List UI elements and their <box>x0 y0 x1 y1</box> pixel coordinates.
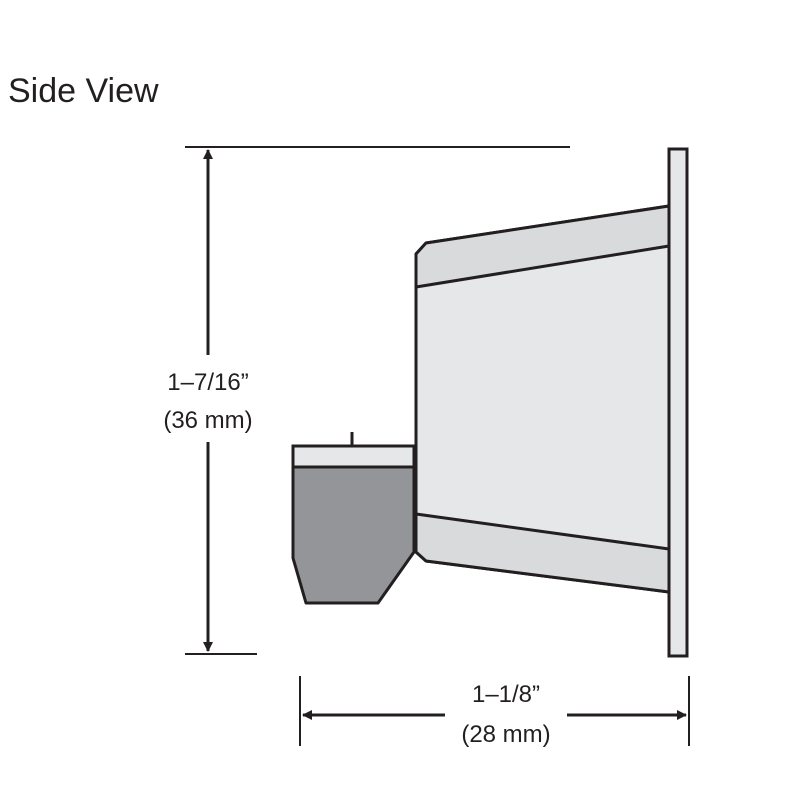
height-imperial-label: 1–7/16” <box>167 369 248 396</box>
depth-imperial-label: 1–1/8” <box>472 681 540 708</box>
depth-metric-label: (28 mm) <box>461 721 550 748</box>
bottom-band <box>416 514 669 592</box>
height-dimension: 1–7/16” (36 mm) <box>163 146 570 655</box>
wall-plate <box>667 147 689 658</box>
top-band <box>416 206 669 287</box>
diagram-title: Side View <box>8 72 159 110</box>
main-housing <box>414 204 671 594</box>
height-metric-label: (36 mm) <box>163 407 252 434</box>
sensor-block <box>291 432 416 605</box>
depth-dimension: 1–1/8” (28 mm) <box>299 676 690 748</box>
